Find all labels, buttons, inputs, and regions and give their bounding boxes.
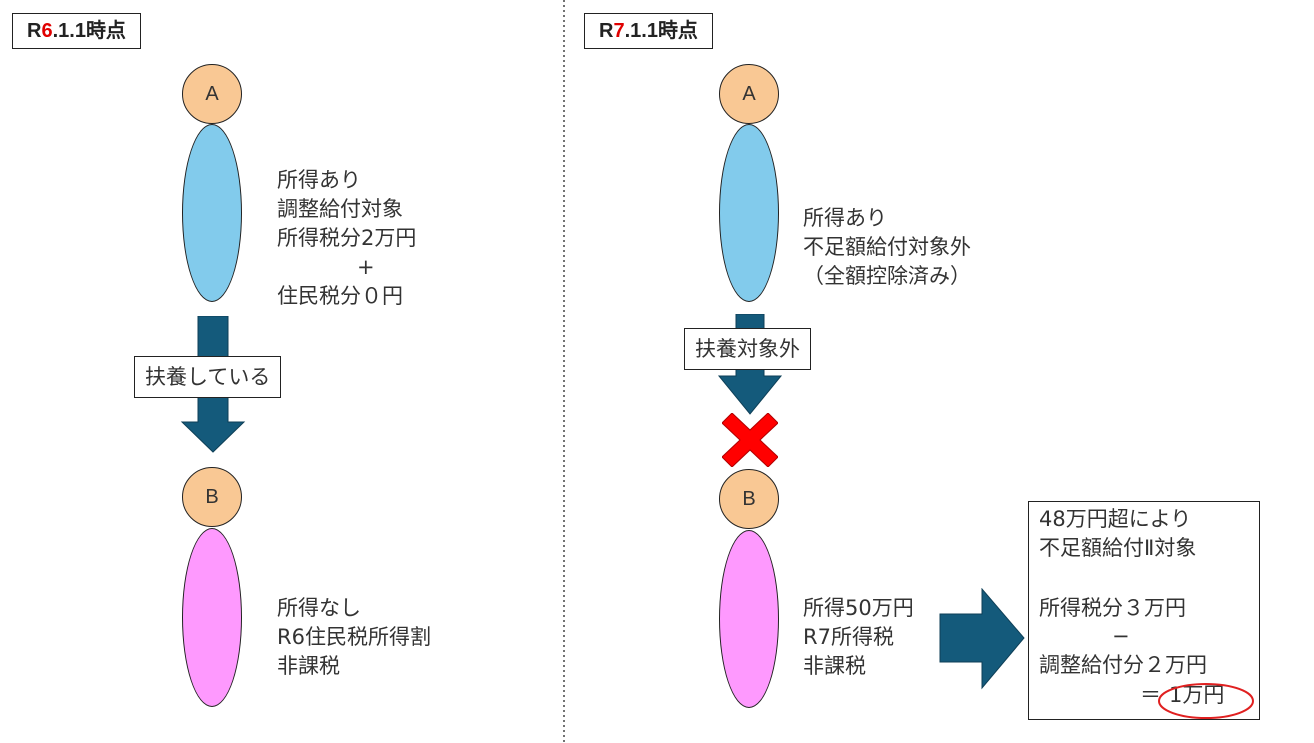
cross-mark-icon	[722, 413, 778, 467]
left-person-b-text: 所得なし R6住民税所得割 非課税	[277, 596, 431, 678]
right-arrow-label: 扶養対象外	[684, 328, 811, 370]
right-person-a-head: A	[719, 64, 779, 124]
right-arrow	[939, 588, 1025, 690]
result-line-4: −	[1112, 624, 1130, 648]
result-line-5: 調整給付分２万円	[1039, 653, 1207, 677]
center-divider	[563, 0, 565, 743]
result-line-2: 不足額給付Ⅱ対象	[1039, 536, 1197, 560]
left-person-b-body	[182, 528, 242, 707]
left-person-b-head: B	[182, 467, 242, 527]
right-title: R7.1.1時点	[584, 13, 713, 49]
right-title-year: 7	[613, 20, 625, 42]
result-line-6: ＝1万円	[1140, 683, 1225, 707]
left-person-a-body	[182, 124, 242, 302]
right-person-a-body	[719, 124, 779, 302]
left-person-a-text: 所得あり 調整給付対象 所得税分2万円 + 住民税分０円	[277, 168, 417, 308]
right-person-b-text: 所得50万円 R7所得税 非課税	[803, 596, 914, 678]
right-person-b-body	[719, 530, 779, 708]
left-person-a-head: A	[182, 64, 242, 124]
result-line-3: 所得税分３万円	[1039, 596, 1186, 620]
left-arrow-label: 扶養している	[134, 356, 282, 398]
left-title: R6.1.1時点	[12, 13, 141, 49]
highlight-circle	[1158, 683, 1254, 719]
right-person-a-text: 所得あり 不足額給付対象外 （全額控除済み）	[803, 206, 971, 288]
result-box	[1028, 501, 1260, 720]
right-person-b-head: B	[719, 469, 779, 529]
result-line-1: 48万円超により	[1039, 507, 1192, 531]
left-title-year: 6	[41, 20, 53, 42]
